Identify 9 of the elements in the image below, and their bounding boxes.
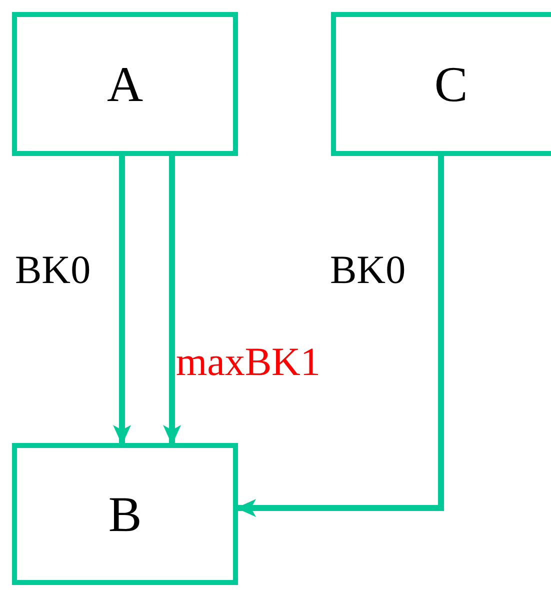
arrow bbox=[236, 156, 444, 517]
process-box bbox=[12, 443, 238, 585]
node-label: A bbox=[106, 59, 144, 109]
process-box bbox=[12, 12, 238, 156]
node-label: C bbox=[434, 59, 468, 109]
arrow bbox=[113, 156, 131, 445]
arrow bbox=[163, 156, 181, 445]
process-box bbox=[331, 12, 551, 156]
node-label: B bbox=[108, 489, 142, 539]
